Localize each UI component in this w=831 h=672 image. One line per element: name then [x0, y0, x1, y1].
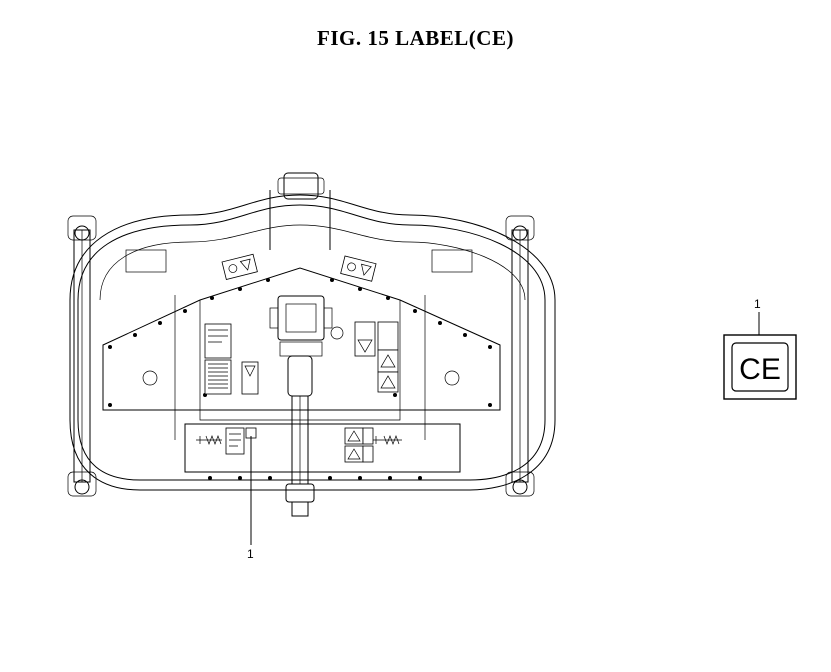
callout-number-deck: 1: [247, 547, 254, 561]
shield-plate: [102, 267, 501, 440]
top-hitch-bracket: [269, 172, 331, 250]
warning-labels: [204, 253, 399, 463]
ce-label-outer-frame: [723, 334, 797, 400]
gearbox: [269, 295, 333, 357]
deck-housing: [69, 194, 556, 491]
ce-label-inner-frame: [731, 342, 789, 392]
ce-mark: CE: [739, 353, 781, 386]
drive-shaft: [285, 355, 315, 517]
ce-label-detail: 1 CE: [723, 297, 797, 400]
figure-title: FIG. 15 LABEL(CE): [317, 26, 514, 50]
front-panel: [184, 423, 461, 473]
callout-number-detail: 1: [754, 297, 761, 311]
side-arms: [67, 215, 535, 497]
